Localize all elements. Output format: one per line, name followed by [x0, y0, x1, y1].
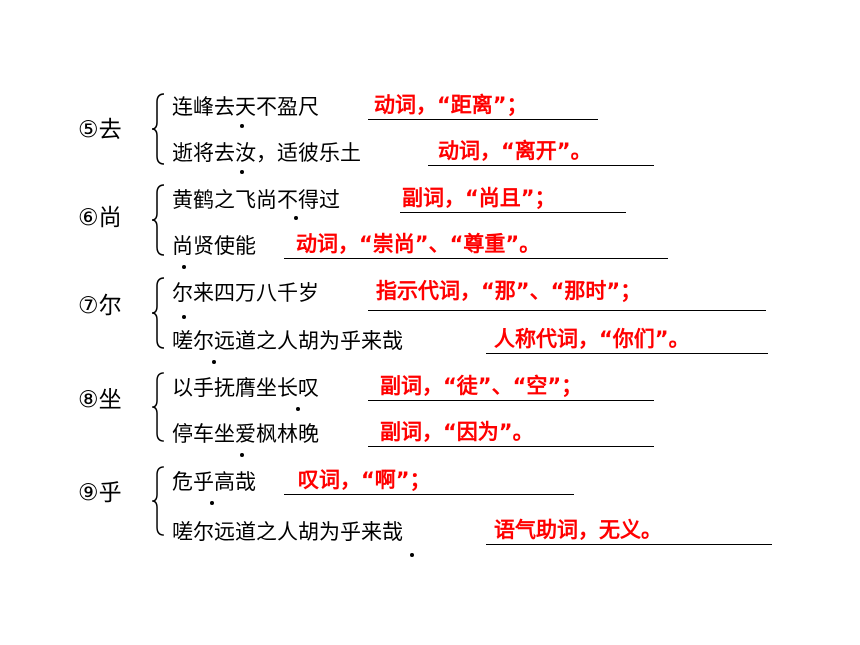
sentence-line: 逝将去汝，适彼乐土 动词，“离开”。 — [172, 134, 692, 168]
group-heading: ⑥尚 — [78, 205, 122, 231]
answer-blank — [400, 212, 626, 213]
answer-blank — [486, 353, 768, 354]
sentence-line: 连峰去天不盈尺 动词，“距离”； — [172, 88, 672, 122]
sentence-text: 以手抚膺坐长叹 — [172, 376, 319, 400]
sentence-text: 黄鹤之飞尚不得过 — [172, 188, 340, 212]
group-heading: ⑦尔 — [78, 293, 122, 319]
emphasis-dot — [296, 407, 300, 411]
answer-text: 副词，“徒”、“空”； — [380, 374, 583, 398]
answer-blank — [284, 494, 574, 495]
sentence-line: 停车坐爱枫林晚 副词，“因为”。 — [172, 415, 672, 449]
answer-text: 人称代词，“你们”。 — [494, 327, 690, 351]
answer-blank — [368, 446, 654, 447]
emphasis-dot — [240, 170, 244, 174]
answer-blank — [368, 400, 654, 401]
answer-text: 副词，“尚且”； — [402, 186, 556, 210]
answer-text: 语气助词，无义。 — [494, 518, 662, 542]
answer-text: 副词，“因为”。 — [380, 420, 534, 444]
answer-text: 动词，“距离”； — [374, 93, 528, 117]
answer-blank — [284, 258, 668, 259]
answer-text: 动词，“离开”。 — [438, 139, 592, 163]
sentence-text: 逝将去汝，适彼乐土 — [172, 141, 361, 165]
answer-blank — [486, 544, 772, 545]
answer-text: 动词，“崇尚”、“尊重”。 — [296, 232, 541, 256]
left-brace-icon — [151, 277, 165, 349]
emphasis-dot — [240, 124, 244, 128]
sentence-line: 嗟尔远道之人胡为乎来哉 语气助词，无义。 — [172, 513, 792, 547]
sentence-line: 黄鹤之飞尚不得过 副词，“尚且”； — [172, 181, 672, 215]
group-hu: ⑨乎 危乎高哉 叹词，“啊”； 嗟尔远道之人胡为乎来哉 语气助词，无义。 — [0, 457, 860, 567]
sentence-text: 连峰去天不盈尺 — [172, 95, 319, 119]
group-heading: ⑤去 — [78, 117, 122, 143]
group-zuo: ⑧坐 以手抚膺坐长叹 副词，“徒”、“空”； 停车坐爱枫林晚 副词，“因为”。 — [0, 367, 860, 457]
left-brace-icon — [151, 184, 165, 256]
emphasis-dot — [212, 360, 216, 364]
group-heading: ⑨乎 — [78, 480, 122, 506]
sentence-text: 嗟尔远道之人胡为乎来哉 — [172, 520, 403, 544]
answer-blank — [368, 310, 766, 311]
answer-blank — [428, 165, 654, 166]
sentence-text: 停车坐爱枫林晚 — [172, 422, 319, 446]
left-brace-icon — [152, 466, 164, 536]
group-shang: ⑥尚 黄鹤之飞尚不得过 副词，“尚且”； 尚贤使能 动词，“崇尚”、“尊重”。 — [0, 177, 860, 272]
emphasis-dot — [240, 453, 244, 457]
emphasis-dot — [294, 216, 298, 220]
answer-blank — [368, 119, 598, 120]
sentence-text: 尚贤使能 — [172, 234, 256, 258]
sentence-line: 危乎高哉 叹词，“啊”； — [172, 463, 672, 497]
emphasis-dot — [182, 265, 186, 269]
emphasis-dot — [410, 553, 414, 557]
emphasis-dot — [182, 315, 186, 319]
sentence-line: 嗟尔远道之人胡为乎来哉 人称代词，“你们”。 — [172, 322, 792, 356]
group-er: ⑦尔 尔来四万八千岁 指示代词，“那”、“那时”； 嗟尔远道之人胡为乎来哉 人称… — [0, 272, 860, 367]
answer-text: 叹词，“啊”； — [298, 468, 431, 492]
left-brace-icon — [151, 93, 165, 165]
sentence-text: 尔来四万八千岁 — [172, 281, 319, 305]
emphasis-dot — [210, 501, 214, 505]
sentence-line: 尚贤使能 动词，“崇尚”、“尊重”。 — [172, 227, 692, 261]
sentence-line: 尔来四万八千岁 指示代词，“那”、“那时”； — [172, 274, 792, 311]
sentence-text: 嗟尔远道之人胡为乎来哉 — [172, 329, 403, 353]
sentence-text: 危乎高哉 — [172, 470, 256, 494]
left-brace-icon — [152, 372, 164, 442]
group-heading: ⑧坐 — [78, 387, 122, 413]
group-qu: ⑤去 连峰去天不盈尺 动词，“距离”； 逝将去汝，适彼乐土 动词，“离开”。 — [0, 82, 860, 177]
sentence-line: 以手抚膺坐长叹 副词，“徒”、“空”； — [172, 369, 672, 403]
answer-text: 指示代词，“那”、“那时”； — [376, 279, 642, 303]
